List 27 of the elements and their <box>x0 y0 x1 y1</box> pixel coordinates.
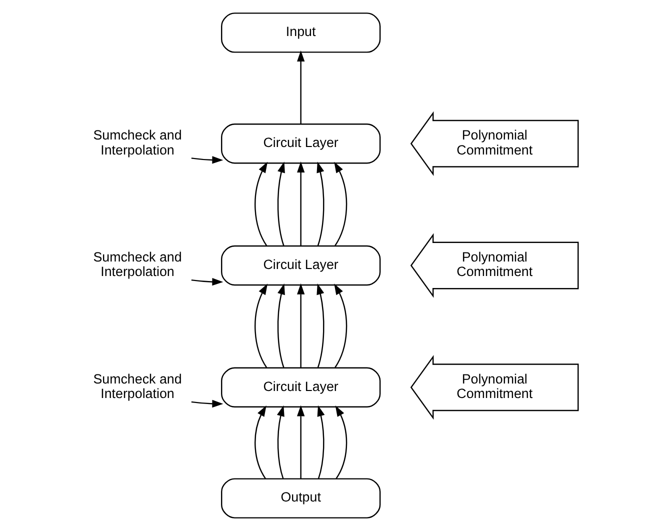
arrow <box>276 405 284 479</box>
node-text: Sumcheck and Interpolation <box>93 250 182 280</box>
arrow <box>334 284 348 368</box>
arrow <box>317 405 325 479</box>
node-box: Circuit Layer <box>221 367 381 408</box>
node-box: Input <box>221 12 381 53</box>
arrow <box>254 406 266 479</box>
arrow <box>296 50 305 124</box>
arrow <box>191 278 224 286</box>
arrow <box>277 162 285 246</box>
arrow <box>191 156 224 164</box>
arrow <box>254 162 268 246</box>
arrow <box>296 405 305 479</box>
arrow <box>254 284 268 368</box>
node-text: Sumcheck and Interpolation <box>93 371 182 402</box>
arrow <box>296 162 305 246</box>
node-box: Output <box>221 478 381 518</box>
arrow <box>316 283 324 368</box>
arrow <box>296 283 305 368</box>
node-text: Sumcheck and Interpolation <box>93 128 182 158</box>
arrow <box>316 162 324 246</box>
arrow <box>277 283 285 368</box>
node-box: Circuit Layer <box>221 245 381 286</box>
arrow <box>191 400 224 408</box>
node-box: Circuit Layer <box>221 124 381 164</box>
arrow <box>334 162 348 246</box>
arrow <box>335 406 348 479</box>
